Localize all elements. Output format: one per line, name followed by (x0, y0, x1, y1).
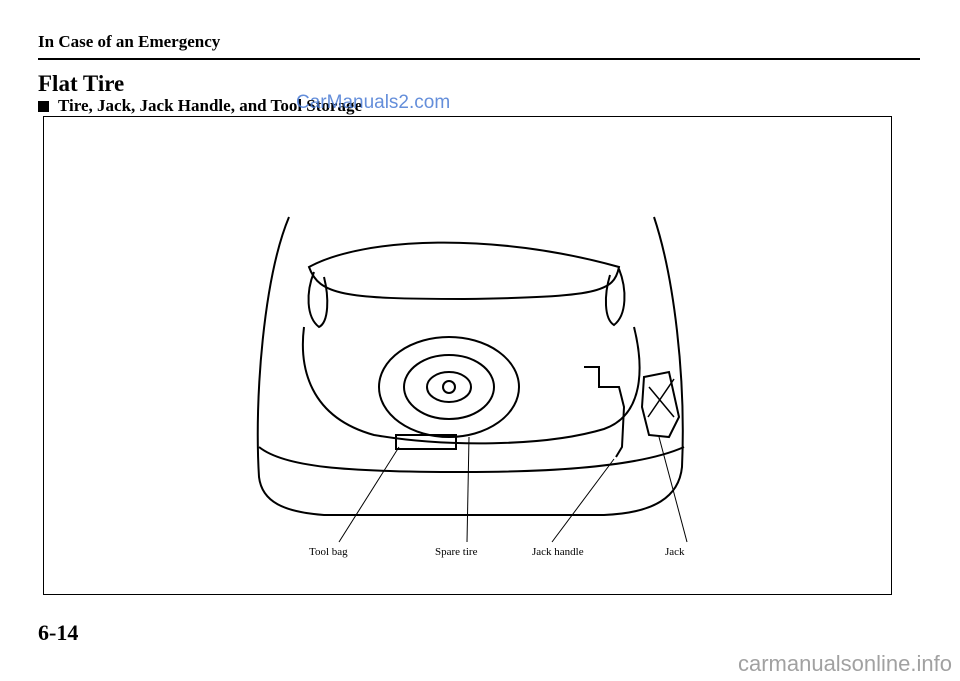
jack-shape (640, 370, 681, 439)
section-header: In Case of an Emergency (38, 32, 221, 51)
spare-tire-outer (378, 336, 520, 438)
spare-tire-rim (403, 354, 495, 420)
leader-jack-handle (551, 458, 615, 543)
spare-tire-hub (426, 371, 472, 403)
watermark-bottom: carmanualsonline.info (737, 651, 952, 676)
trunk-opening-lower (258, 446, 685, 474)
trunk-body-outline (256, 216, 684, 516)
spare-tire-bolt (442, 380, 456, 394)
callout-jack: Jack (665, 546, 685, 558)
subsection-heading-text: Tire, Jack, Jack Handle, and Tool Storag… (58, 96, 362, 115)
jack-detail (647, 378, 675, 418)
page-number: 6-14 (38, 620, 79, 645)
leader-tool-bag (338, 446, 400, 543)
leader-spare-tire (466, 436, 470, 543)
tool-bag-shape (395, 434, 457, 450)
trunk-well (301, 326, 641, 445)
subsection-heading: Tire, Jack, Jack Handle, and Tool Storag… (38, 96, 362, 116)
callout-spare-tire: Spare tire (435, 546, 478, 558)
trunk-lid-hinge-left (307, 271, 329, 329)
square-bullet-icon (38, 100, 49, 112)
jack-handle-shape (584, 366, 626, 458)
page-title: Flat Tire (38, 71, 125, 96)
callout-jack-handle: Jack handle (532, 546, 584, 558)
watermark-top: CarManuals2.com (296, 92, 451, 113)
trunk-illustration: Tool bag Spare tire Jack handle Jack (256, 216, 688, 558)
figure-frame: Tool bag Spare tire Jack handle Jack (43, 116, 892, 595)
trunk-lid-hinge-right (604, 268, 626, 327)
trunk-lid (307, 241, 621, 301)
header-divider (38, 58, 920, 60)
leader-jack (658, 436, 688, 543)
callout-tool-bag: Tool bag (309, 546, 348, 558)
